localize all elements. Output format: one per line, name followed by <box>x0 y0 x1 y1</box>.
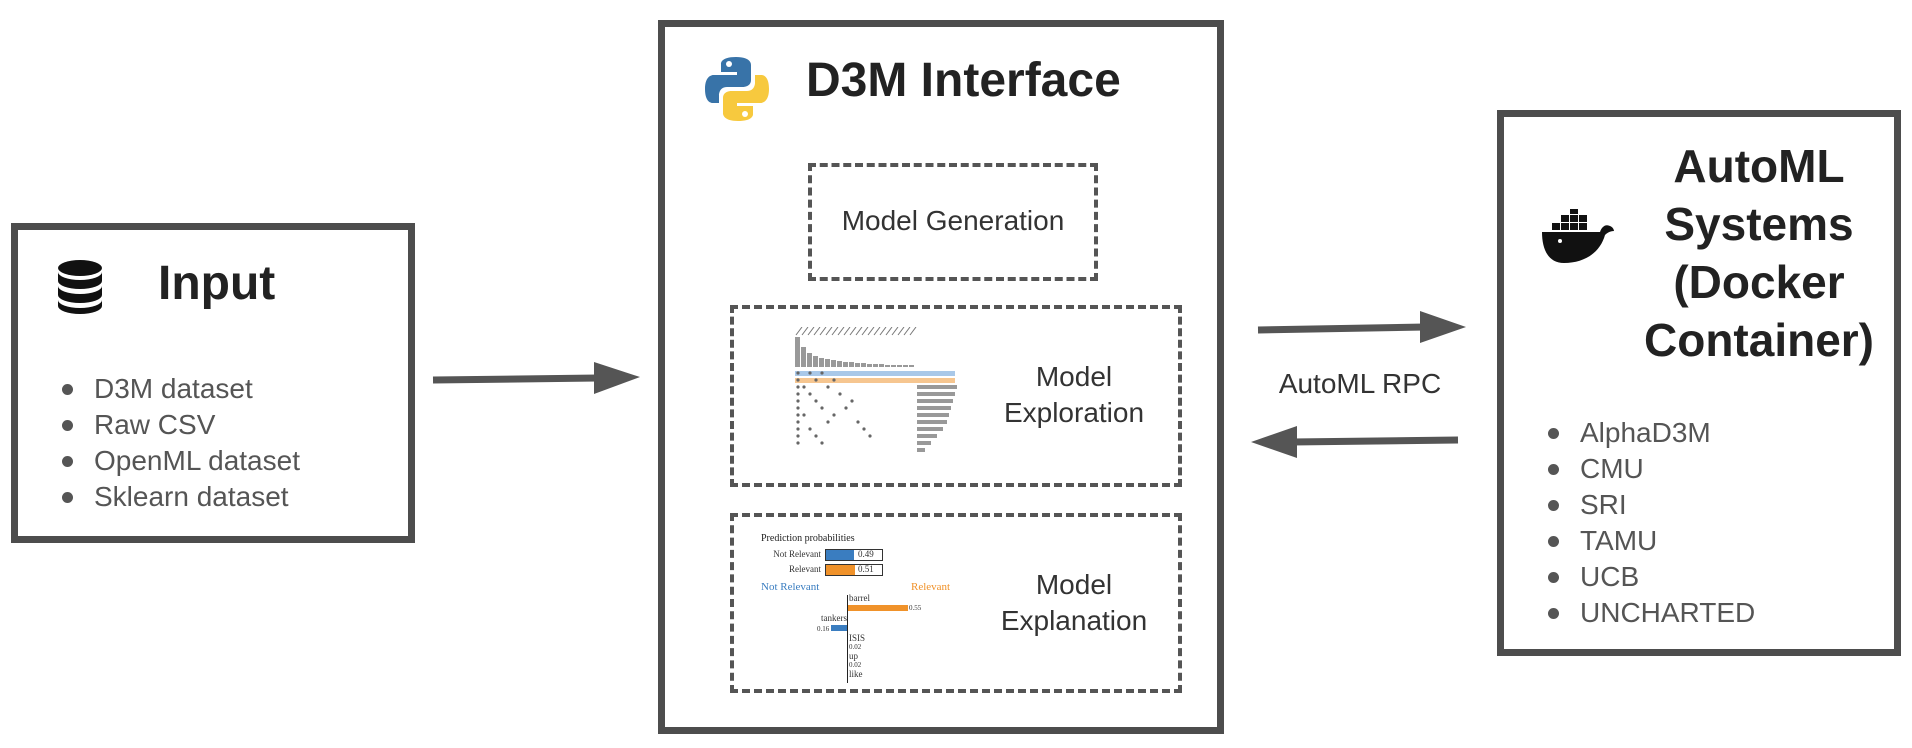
automl-list: AlphaD3M CMU SRI TAMU UCB UNCHARTED <box>1546 415 1755 631</box>
prob-bar-relevant: 0.51 <box>825 564 883 576</box>
word-value: 0.02 <box>849 661 862 669</box>
prob-bar-not-relevant: 0.49 <box>825 549 883 561</box>
word-bar-barrel <box>848 605 908 611</box>
title-line: (Docker <box>1673 256 1845 308</box>
input-box: Input D3M dataset Raw CSV OpenML dataset… <box>11 223 415 543</box>
rpc-request-arrow <box>1257 311 1466 343</box>
word-bar-tankers <box>831 625 847 631</box>
automl-rpc-label: AutoML RPC <box>1278 368 1442 399</box>
label-line: Model <box>1035 361 1113 392</box>
database-icon <box>56 259 104 315</box>
python-logo-icon <box>702 54 772 124</box>
prob-label-not-relevant: Not Relevant <box>773 549 821 559</box>
explanation-thumbnail: Prediction probabilities Not Relevant 0.… <box>761 533 971 683</box>
word-label: up <box>849 651 858 661</box>
list-item: D3M dataset <box>60 371 300 407</box>
word-value: 0.16 <box>817 625 830 633</box>
prob-value: 0.51 <box>858 564 874 574</box>
label-line: Model <box>1035 569 1113 600</box>
word-label: tankers <box>821 613 847 623</box>
list-item: TAMU <box>1546 523 1755 559</box>
prob-label-relevant: Relevant <box>789 564 821 574</box>
title-line: AutoML <box>1673 140 1845 192</box>
docker-whale-icon <box>1540 209 1616 265</box>
automl-title: AutoML Systems (Docker Container) <box>1630 137 1888 369</box>
title-line: Container) <box>1644 314 1874 366</box>
d3m-interface-box: D3M Interface Model Generation <box>658 20 1224 734</box>
prob-value: 0.49 <box>858 549 874 559</box>
model-explanation-label: Model Explanation <box>974 567 1174 639</box>
automl-systems-box: AutoML Systems (Docker Container) AlphaD… <box>1497 110 1901 656</box>
axis-line <box>847 595 848 683</box>
prediction-heading: Prediction probabilities <box>761 533 855 544</box>
exploration-matrix-thumbnail <box>795 327 957 452</box>
input-to-d3m-arrow <box>432 362 640 394</box>
word-value: 0.02 <box>849 643 862 651</box>
list-item: CMU <box>1546 451 1755 487</box>
input-title: Input <box>158 257 276 310</box>
rpc-response-arrow <box>1251 426 1459 458</box>
input-list: D3M dataset Raw CSV OpenML dataset Sklea… <box>60 371 300 515</box>
class-not-relevant: Not Relevant <box>761 581 820 593</box>
model-explanation-panel: Prediction probabilities Not Relevant 0.… <box>730 513 1182 693</box>
class-relevant: Relevant <box>911 581 951 593</box>
list-item: AlphaD3M <box>1546 415 1755 451</box>
label-line: Exploration <box>1003 397 1145 428</box>
model-generation-label: Model Generation <box>841 205 1065 236</box>
word-value: 0.55 <box>909 604 922 612</box>
model-exploration-label: Model Exploration <box>974 359 1174 431</box>
word-label: ISIS <box>849 633 866 643</box>
model-exploration-panel: Model Exploration <box>730 305 1182 487</box>
word-label: barrel <box>849 593 870 603</box>
list-item: OpenML dataset <box>60 443 300 479</box>
list-item: UNCHARTED <box>1546 595 1755 631</box>
label-line: Explanation <box>1000 605 1148 636</box>
d3m-title: D3M Interface <box>806 54 1121 107</box>
list-item: Sklearn dataset <box>60 479 300 515</box>
model-generation-panel: Model Generation <box>808 163 1098 281</box>
title-line: Systems <box>1664 198 1854 250</box>
list-item: UCB <box>1546 559 1755 595</box>
list-item: Raw CSV <box>60 407 300 443</box>
list-item: SRI <box>1546 487 1755 523</box>
word-label: like <box>849 669 863 679</box>
